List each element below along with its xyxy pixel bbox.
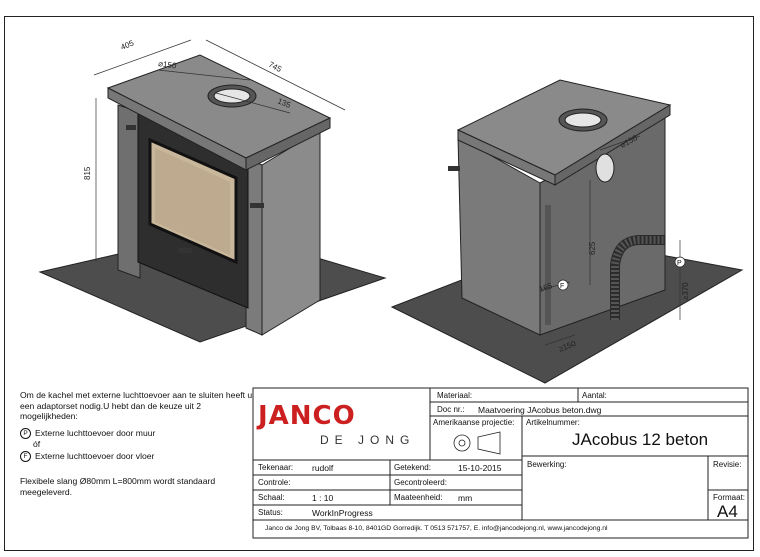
materiaal-label: Materiaal: [437,391,473,400]
maateenheid-label: Maateenheid: [394,493,443,502]
status-value: WorkInProgress [312,508,373,518]
aantal-label: Aantal: [582,391,607,400]
left-handle [126,125,136,130]
right-handle [250,203,264,208]
janco-logo: JANCO DE JONG [258,401,428,453]
or-text: óf [33,438,41,449]
hose-note: Flexibele slang Ø80mm L=800mm wordt stan… [20,476,216,497]
formaat-label: Formaat: [713,493,746,502]
dim-height: 815 [83,166,92,180]
projection-label: Amerikaanse projectie: [433,418,515,427]
tekenaar-value: rudolf [312,463,334,473]
formaat-value: A4 [717,502,738,521]
artikel-label: Artikelnummer: [526,418,580,427]
docnr-value: Maatvoering JAcobus beton.dwg [478,405,602,415]
revisie-label: Revisie: [713,460,742,469]
option-f: Externe luchttoevoer door vloer [35,451,155,462]
note-text: Om de kachel met externe luchttoevoer aa… [20,390,253,421]
tekenaar-label: Tekenaar: [258,463,294,472]
dim-floor-height: ≥370 [681,282,690,300]
connection-note: Om de kachel met externe luchttoevoer aa… [20,390,260,497]
schaal-value: 1 : 10 [312,493,334,503]
maateenheid-value: mm [458,493,473,503]
getekend-label: Getekend: [394,463,431,472]
getekend-value: 15-10-2015 [458,463,502,473]
dim-flue-dia: ⌀150 [158,59,178,71]
docnr-label: Doc nr.: [437,405,465,414]
logo-name: JANCO [258,401,356,431]
status-label: Status: [258,508,283,517]
dim-depth: 405 [119,38,135,52]
tag-f-drawing: F [560,283,564,290]
logo-sub: DE JONG [320,433,416,447]
gecontroleerd-label: Gecontroleerd: [394,478,447,487]
rear-outlet [595,153,615,183]
stove-side-panel-left [117,104,141,279]
tag-f: F [20,451,31,462]
artikel-value: JAcobus 12 beton [572,430,709,449]
dim-height-right: 625 [588,241,597,255]
controle-label: Controle: [258,478,291,487]
drawing-sheet [4,16,754,551]
option-p: Externe luchttoevoer door muur [35,427,156,438]
tag-p: P [20,427,31,439]
bewerking-label: Bewerking: [527,460,567,469]
footer-text: Janco de Jong BV, Tolbaas 8-10, 8401GD G… [265,525,608,532]
stove-right-side [261,129,321,336]
air-hose [610,235,665,320]
schaal-label: Schaal: [258,493,285,502]
tag-p-drawing: P [677,260,682,267]
projection-symbol [453,431,501,455]
dim-inlet-width: 165 [538,281,554,294]
